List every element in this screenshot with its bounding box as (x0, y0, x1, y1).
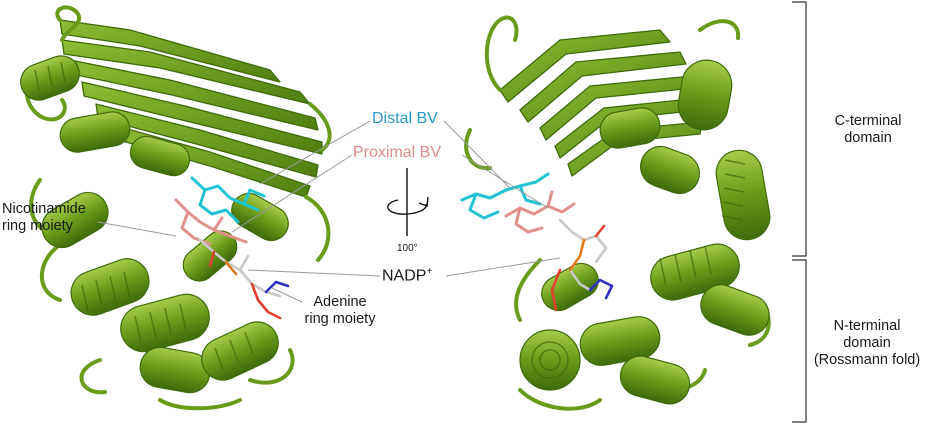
n-terminal-line3: (Rossmann fold) (813, 352, 921, 368)
adenine-label-line2: ring moiety (304, 311, 376, 327)
n-terminal-domain-label: N-terminal domain (Rossmann fold) (808, 318, 926, 369)
c-terminal-bracket (792, 1, 807, 257)
right-helix-turns (531, 159, 746, 379)
nicotinamide-leader (97, 221, 177, 237)
left-helix-turns (34, 61, 254, 371)
nadp-leader-left (247, 269, 381, 277)
left-ligands (174, 176, 290, 320)
distal-leader-left (259, 120, 371, 185)
domain-brackets (792, 1, 807, 423)
right-protein-structure (464, 15, 771, 411)
right-nadp (558, 218, 608, 292)
nadp-label: NADP+ (382, 266, 432, 285)
rotation-arrow-icon (387, 168, 429, 236)
c-terminal-line2: domain (844, 130, 892, 146)
left-distal-bv (190, 176, 266, 224)
nicotinamide-label-line1: Nicotinamide (2, 201, 86, 217)
left-protein-structure (20, 5, 332, 411)
distal-leader-right (443, 120, 511, 189)
proximal-leader-right (461, 154, 549, 209)
leader-lines (97, 120, 561, 303)
adenine-leader (271, 287, 303, 303)
adenine-label: Adenine ring moiety (300, 294, 380, 328)
left-nadp-heteroatoms (208, 250, 290, 320)
nicotinamide-label-line2: ring moiety (2, 218, 73, 234)
n-terminal-bracket (792, 259, 807, 423)
n-terminal-line2: domain (843, 335, 891, 351)
right-proximal-bv (504, 190, 576, 234)
proximal-leader-left (231, 154, 353, 233)
nadp-label-superscript: + (426, 266, 433, 277)
n-terminal-line1: N-terminal (833, 318, 901, 334)
nadp-label-main: NADP (382, 267, 427, 285)
right-nadp-heteroatoms (550, 224, 614, 312)
distal-bv-label: Distal BV (372, 110, 438, 127)
proximal-bv-label: Proximal BV (353, 144, 442, 161)
nadp-leader-right (445, 257, 561, 277)
nicotinamide-label: Nicotinamide ring moiety (2, 201, 86, 235)
left-helices (20, 55, 289, 394)
c-terminal-domain-label: C-terminal domain (810, 113, 926, 147)
right-ligands (460, 172, 614, 312)
c-terminal-line1: C-terminal (834, 113, 902, 129)
right-distal-bv (460, 172, 550, 220)
rotation-angle-label: 100° (397, 243, 418, 254)
adenine-label-line1: Adenine (313, 294, 367, 310)
